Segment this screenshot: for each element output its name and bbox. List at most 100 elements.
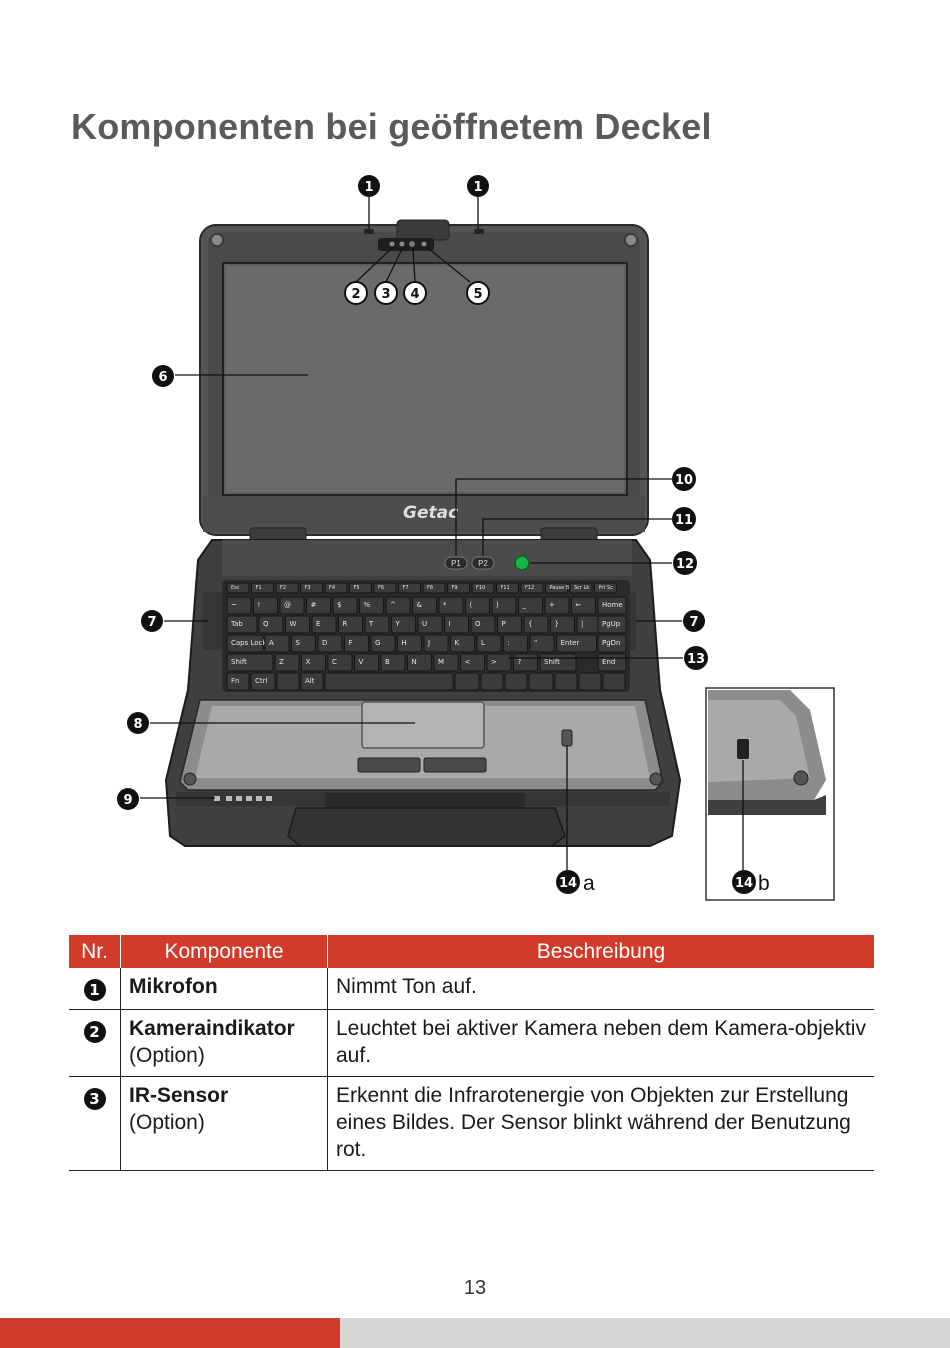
svg-text:F7: F7	[403, 585, 409, 591]
key-num-13: ←	[571, 596, 596, 615]
svg-text:Enter: Enter	[561, 639, 580, 647]
laptop-lid: Getac	[199, 219, 649, 545]
svg-text:F8: F8	[427, 585, 433, 591]
key-6: F6	[373, 582, 397, 594]
callout-14a: 14 a	[556, 870, 595, 895]
header-beschreibung: Beschreibung	[327, 935, 874, 968]
component-option: (Option)	[129, 1111, 205, 1134]
key-q-6: U	[417, 615, 443, 634]
key-caps: Caps Lock	[226, 634, 267, 653]
speaker-left	[203, 592, 225, 650]
svg-text:Esc: Esc	[231, 585, 240, 591]
callout-14b: 14 b	[732, 870, 770, 895]
callouts: 1 1 2 3 4 5 6 7 7 8 9 10 11 12 13 14 a 1…	[117, 175, 770, 895]
svg-text:9: 9	[123, 793, 132, 808]
svg-text:T: T	[368, 620, 374, 628]
key-home: Home	[597, 596, 627, 615]
svg-text:Fn: Fn	[231, 677, 239, 685]
svg-text:S: S	[296, 639, 301, 647]
key-num-0: ~	[226, 596, 252, 615]
table-row: 1 Mikrofon Nimmt Ton auf.	[69, 968, 874, 1010]
svg-text:5: 5	[473, 287, 482, 302]
svg-text:12: 12	[676, 557, 694, 572]
svg-text:Home: Home	[602, 601, 623, 609]
key-q-4: T	[364, 615, 390, 634]
key-q-10: {	[523, 615, 549, 634]
callout-9: 9	[117, 788, 139, 810]
button-p2: P2	[471, 556, 495, 570]
svg-text:X: X	[306, 658, 311, 666]
key-2: F2	[275, 582, 299, 594]
svg-text:13: 13	[687, 652, 705, 667]
carry-handle	[287, 807, 566, 847]
key-14: Scr Lk	[569, 582, 593, 594]
svg-text:F4: F4	[329, 585, 335, 591]
svg-text:C: C	[332, 658, 337, 666]
svg-text:D: D	[322, 639, 327, 647]
callout-12: 12	[673, 551, 697, 575]
svg-text:End: End	[602, 658, 615, 666]
svg-text:Shift: Shift	[544, 658, 560, 666]
key-a-8: L	[476, 634, 502, 653]
key-8: F8	[422, 582, 446, 594]
svg-text:{: {	[528, 620, 532, 628]
svg-text:#: #	[311, 601, 317, 609]
key-pgup: PgUp	[597, 615, 627, 634]
key-z-3: V	[354, 653, 379, 672]
callout-10: 10	[672, 467, 696, 491]
svg-text:R: R	[343, 620, 348, 628]
callout-1-right: 1	[467, 175, 489, 197]
fingerprint-sensor	[561, 729, 573, 747]
key-altgr	[454, 672, 480, 691]
svg-text:10: 10	[675, 473, 693, 488]
svg-text:N: N	[412, 658, 417, 666]
key-num-6: ^	[385, 596, 411, 615]
svg-text:A: A	[269, 639, 274, 647]
svg-text:11: 11	[675, 513, 693, 528]
svg-text:F: F	[349, 639, 353, 647]
callout-4: 4	[403, 281, 427, 305]
svg-text:14: 14	[735, 876, 753, 891]
key-win	[276, 672, 300, 691]
svg-text:}: }	[555, 620, 559, 628]
svg-text:PgUp: PgUp	[602, 620, 621, 628]
svg-text:PgDn: PgDn	[602, 639, 621, 647]
key-z-10: Shift	[539, 653, 577, 672]
svg-text:I: I	[449, 620, 451, 628]
key-z-6: M	[433, 653, 459, 672]
key-z-9: ?	[513, 653, 538, 672]
svg-text:<: <	[465, 658, 471, 666]
callout-8: 8	[127, 712, 149, 734]
footer-bar-accent	[0, 1318, 340, 1348]
key-num-10: )	[491, 596, 517, 615]
svg-text:Z: Z	[279, 658, 284, 666]
key-q-2: E	[311, 615, 337, 634]
svg-text:←: ←	[576, 601, 582, 609]
key-q-9: P	[497, 615, 522, 634]
key-a-3: F	[344, 634, 369, 653]
svg-text:": "	[534, 639, 537, 647]
svg-text:J: J	[427, 639, 430, 647]
key-5: F5	[349, 582, 372, 594]
key-q-11: }	[550, 615, 575, 634]
svg-text:>: >	[491, 658, 497, 666]
svg-text:F10: F10	[476, 585, 485, 591]
callout-13: 13	[684, 646, 708, 670]
key-q-7: I	[444, 615, 469, 634]
svg-text:B: B	[385, 658, 390, 666]
brand-logo: Getac	[403, 503, 458, 523]
svg-text:H: H	[402, 639, 407, 647]
key-z-8: >	[486, 653, 512, 672]
key-q-8: O	[470, 615, 496, 634]
callout-7-left: 7	[141, 610, 163, 632]
power-button	[514, 555, 530, 571]
svg-text:Alt: Alt	[305, 677, 315, 685]
key-7: F7	[398, 582, 421, 594]
key-end: End	[597, 653, 627, 672]
key-num-12: +	[544, 596, 570, 615]
touchpad-left-button	[357, 757, 421, 773]
key-ins	[504, 672, 528, 691]
svg-text:Q: Q	[263, 620, 269, 628]
svg-text::: :	[508, 639, 510, 647]
key-num-7: &	[412, 596, 437, 615]
